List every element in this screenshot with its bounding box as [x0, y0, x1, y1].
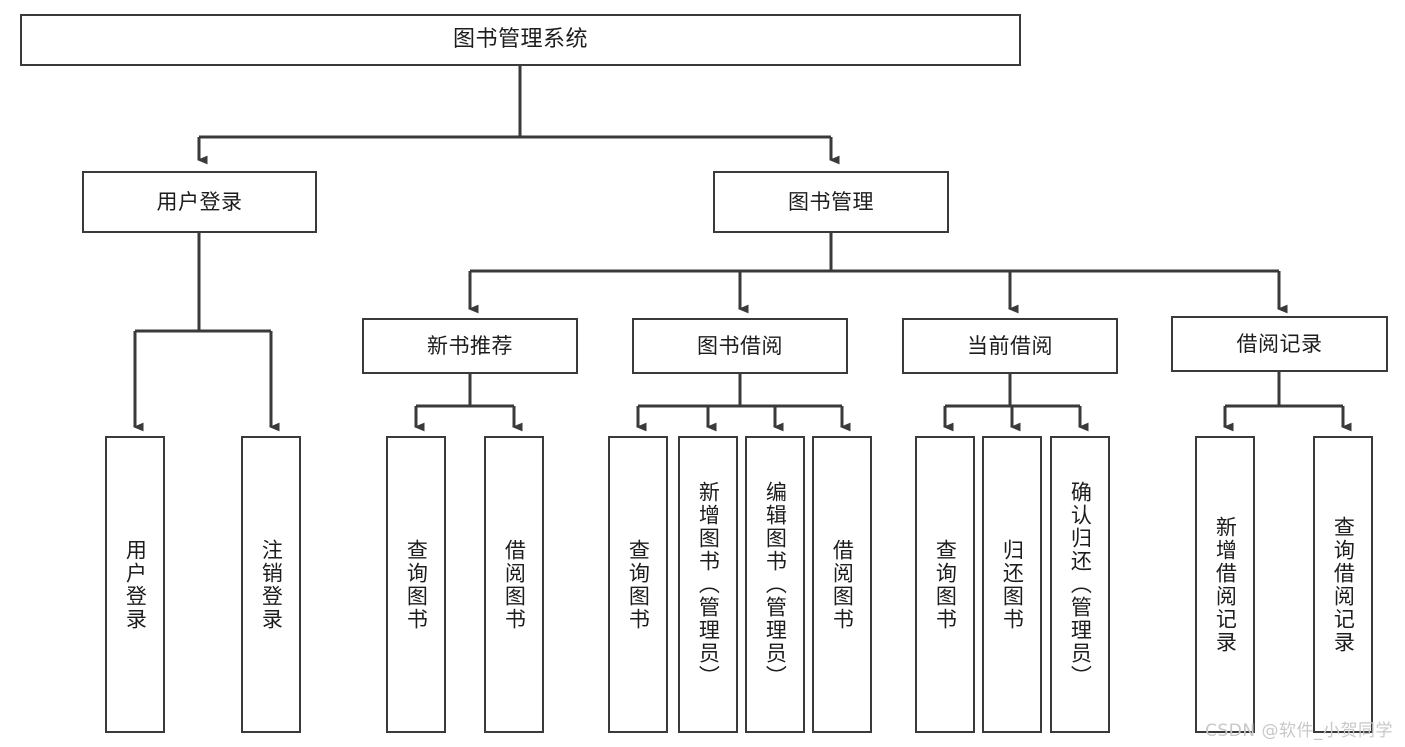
leaf-new-books-borrow[interactable]: 借阅图书: [484, 436, 544, 733]
leaf-records-query-record[interactable]: 查询借阅记录: [1313, 436, 1373, 733]
node-user-login[interactable]: 用户登录: [82, 171, 317, 233]
node-book-borrow[interactable]: 图书借阅: [632, 318, 848, 374]
leaf-user-login-logout[interactable]: 注销登录: [241, 436, 301, 733]
leaf-new-books-query[interactable]: 查询图书: [386, 436, 446, 733]
leaf-borrow-edit-book-admin[interactable]: 编辑图书（管理员）: [745, 436, 805, 733]
leaf-current-return-book[interactable]: 归还图书: [982, 436, 1042, 733]
node-label: 确认归还（管理员）: [1068, 481, 1093, 688]
node-label: 用户登录: [123, 538, 148, 631]
node-new-book-recommend[interactable]: 新书推荐: [362, 318, 578, 374]
leaf-borrow-borrow-book[interactable]: 借阅图书: [812, 436, 872, 733]
node-borrow-records[interactable]: 借阅记录: [1171, 316, 1388, 372]
node-label: 图书借阅: [697, 333, 783, 358]
node-label: 归还图书: [1000, 538, 1025, 631]
watermark-text: CSDN @软件_小贺同学: [1205, 721, 1393, 741]
node-label: 注销登录: [259, 538, 284, 631]
node-label: 借阅图书: [502, 538, 527, 631]
leaf-current-query-book[interactable]: 查询图书: [915, 436, 975, 733]
leaf-user-login-login[interactable]: 用户登录: [105, 436, 165, 733]
leaf-borrow-add-book-admin[interactable]: 新增图书（管理员）: [678, 436, 738, 733]
node-label: 查询借阅记录: [1331, 515, 1356, 654]
node-root-system[interactable]: 图书管理系统: [20, 14, 1021, 66]
node-label: 新书推荐: [427, 333, 513, 358]
node-current-borrow[interactable]: 当前借阅: [902, 318, 1118, 374]
node-label: 借阅记录: [1236, 331, 1323, 356]
node-label: 查询图书: [626, 538, 651, 631]
leaf-current-confirm-return-admin[interactable]: 确认归还（管理员）: [1050, 436, 1110, 733]
node-label: 新增图书（管理员）: [696, 481, 721, 688]
node-label: 用户登录: [156, 189, 243, 214]
node-label: 借阅图书: [830, 538, 855, 631]
node-label: 图书管理: [788, 189, 874, 214]
node-label: 查询图书: [404, 538, 429, 631]
node-label: 查询图书: [933, 538, 958, 631]
node-book-management[interactable]: 图书管理: [713, 171, 949, 233]
node-label: 当前借阅: [967, 333, 1053, 358]
node-label: 图书管理系统: [452, 27, 588, 53]
leaf-borrow-query-book[interactable]: 查询图书: [608, 436, 668, 733]
node-label: 新增借阅记录: [1213, 515, 1238, 654]
node-label: 编辑图书（管理员）: [763, 481, 788, 688]
leaf-records-add-record[interactable]: 新增借阅记录: [1195, 436, 1255, 733]
